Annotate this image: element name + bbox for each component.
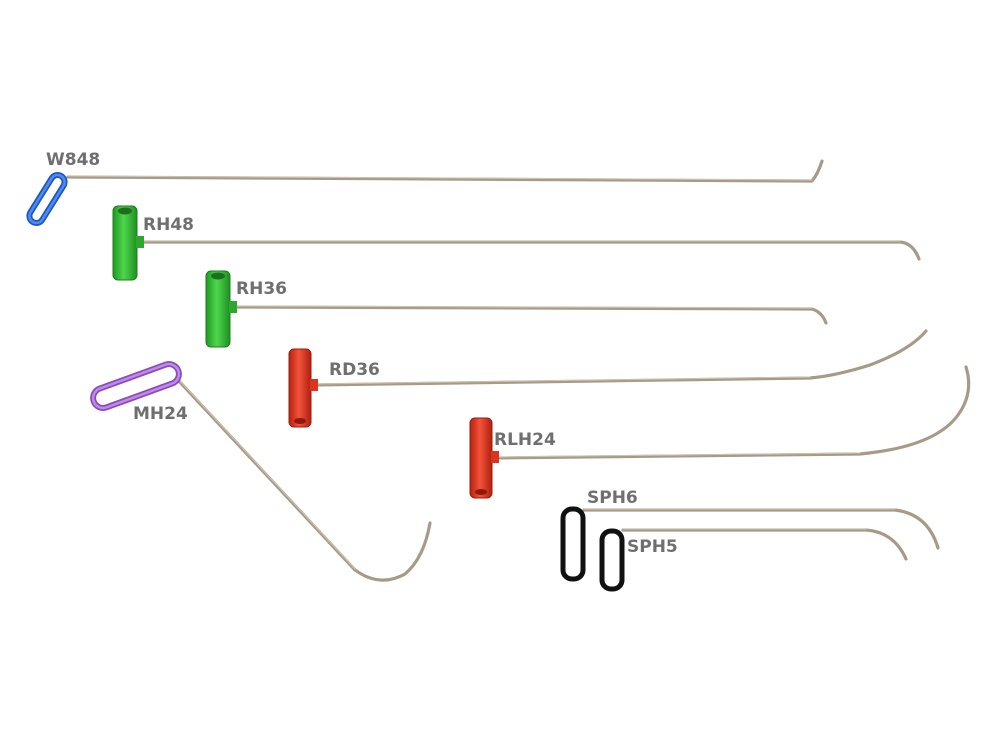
w848-label: W848 <box>46 150 100 170</box>
tool-rd36: RD36 <box>288 329 928 428</box>
w848-loop-handle <box>26 172 68 226</box>
sph5-rod <box>621 528 908 561</box>
tool-w848: W848 <box>26 150 824 226</box>
rd36-t-handle <box>288 348 318 428</box>
sph5-label: SPH5 <box>627 537 678 557</box>
rlh24-rod <box>490 365 971 460</box>
rh48-t-handle <box>112 205 144 281</box>
tool-rlh24: RLH24 <box>469 365 971 499</box>
rlh24-t-handle <box>469 417 499 499</box>
w848-rod <box>66 159 824 183</box>
mh24-loop-handle <box>90 361 182 411</box>
rh36-t-handle <box>205 270 237 348</box>
tool-sph6: SPH6 <box>560 488 940 582</box>
rd36-rod <box>310 329 928 387</box>
rlh24-label: RLH24 <box>494 430 556 450</box>
rd36-label: RD36 <box>329 360 380 380</box>
rh48-label: RH48 <box>143 215 194 235</box>
tool-mh24: MH24 <box>90 361 432 582</box>
tool-rh36: RH36 <box>205 270 828 348</box>
mh24-label: MH24 <box>133 404 188 424</box>
sph6-label: SPH6 <box>587 488 638 508</box>
sph5-loop-handle <box>599 528 625 592</box>
tool-rh48: RH48 <box>112 205 921 281</box>
mh24-handle-shine <box>91 362 181 410</box>
tool-sph5: SPH5 <box>599 528 908 592</box>
rh36-label: RH36 <box>236 279 287 299</box>
rh48-rod <box>136 240 921 261</box>
mh24-rod <box>176 378 432 582</box>
sph6-loop-handle <box>560 506 586 582</box>
sph6-rod <box>582 508 940 550</box>
rh36-rod <box>230 305 828 325</box>
w848-handle-shine <box>28 173 66 225</box>
w848-handle-outer <box>26 172 68 226</box>
